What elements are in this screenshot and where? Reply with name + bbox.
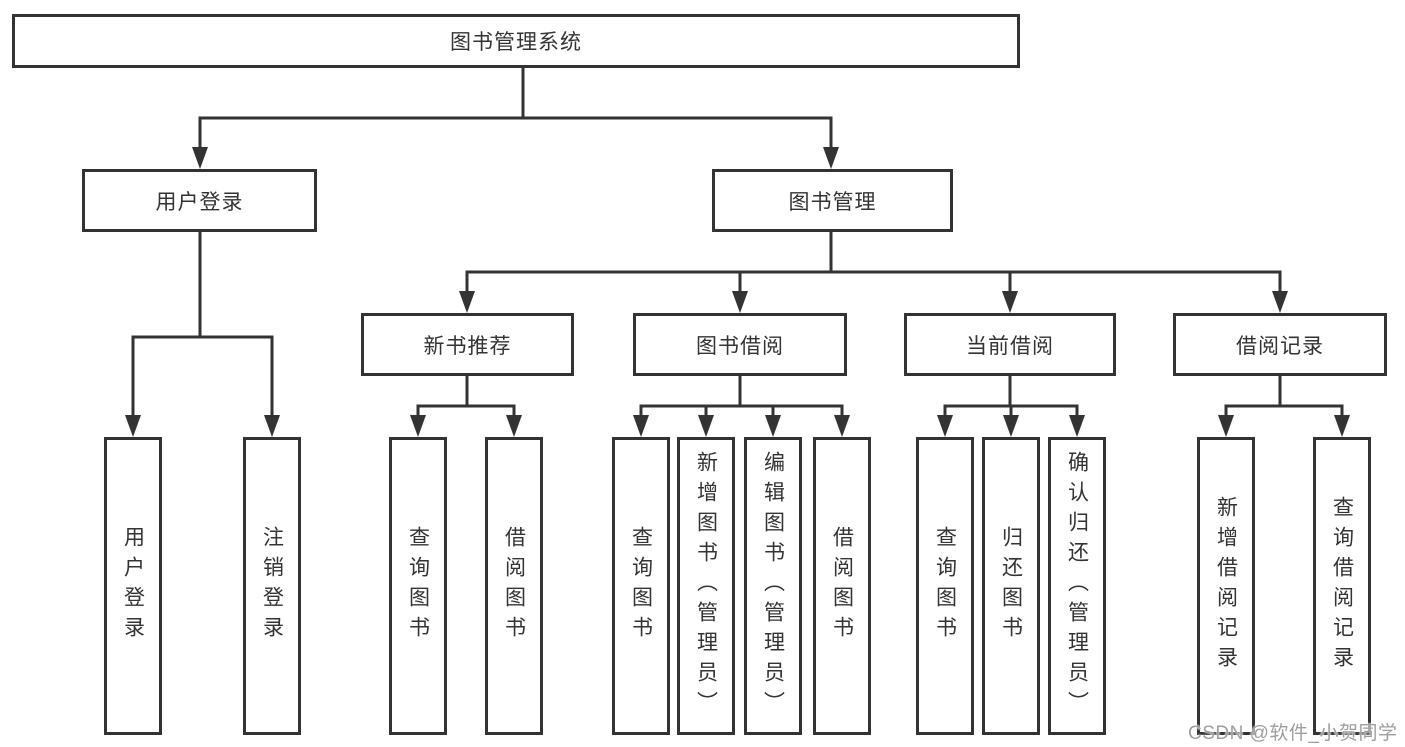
node-user-login-label: 用户登录 — [155, 190, 244, 214]
leaf-user-login: 用户登录 — [104, 437, 162, 735]
leaf-return-books-label: 归还图书 — [999, 526, 1023, 646]
node-book-borrow-label: 图书借阅 — [696, 334, 784, 358]
csdn-watermark: CSDN @软件_小贺同学 — [1188, 723, 1398, 744]
node-library-system-label: 图书管理系统 — [450, 31, 582, 54]
node-library-system: 图书管理系统 — [12, 14, 1020, 68]
leaf-add-books-admin: 新增图书（管理员） — [677, 437, 735, 735]
leaf-borrow-books-recommend-label: 借阅图书 — [502, 526, 526, 646]
leaf-query-books-borrow: 查询图书 — [612, 437, 670, 735]
node-borrow-records-label: 借阅记录 — [1236, 334, 1324, 358]
leaf-add-borrow-record-label: 新增借阅记录 — [1214, 496, 1238, 676]
leaf-query-books-current-label: 查询图书 — [933, 526, 957, 646]
leaf-query-books-recommend-label: 查询图书 — [406, 526, 430, 646]
leaf-query-books-recommend: 查询图书 — [389, 437, 447, 735]
leaf-edit-books-admin: 编辑图书（管理员） — [744, 437, 802, 735]
node-current-borrow: 当前借阅 — [904, 313, 1116, 376]
leaf-query-borrow-record-label: 查询借阅记录 — [1330, 496, 1354, 676]
node-new-book-recommend-label: 新书推荐 — [423, 334, 512, 358]
node-current-borrow-label: 当前借阅 — [966, 334, 1054, 358]
leaf-query-books-borrow-label: 查询图书 — [629, 526, 653, 646]
leaf-edit-books-admin-label: 编辑图书（管理员） — [761, 451, 785, 721]
leaf-borrow-books: 借阅图书 — [813, 437, 871, 735]
leaf-logout-label: 注销登录 — [260, 526, 284, 646]
leaf-return-books: 归还图书 — [982, 437, 1040, 735]
leaf-query-books-current: 查询图书 — [916, 437, 974, 735]
leaf-user-login-label: 用户登录 — [121, 526, 145, 646]
leaf-query-borrow-record: 查询借阅记录 — [1313, 437, 1371, 735]
node-user-login: 用户登录 — [82, 169, 317, 232]
leaf-confirm-return-admin-label: 确认归还（管理员） — [1065, 451, 1089, 721]
connector-strokes — [131, 64, 1344, 416]
leaf-borrow-books-recommend: 借阅图书 — [485, 437, 543, 735]
arrowheads — [125, 147, 1350, 437]
node-book-management: 图书管理 — [712, 169, 953, 232]
leaf-logout: 注销登录 — [243, 437, 301, 735]
leaf-add-books-admin-label: 新增图书（管理员） — [694, 451, 718, 721]
node-book-borrow: 图书借阅 — [633, 313, 847, 376]
node-new-book-recommend: 新书推荐 — [361, 313, 574, 376]
leaf-borrow-books-label: 借阅图书 — [830, 526, 854, 646]
leaf-confirm-return-admin: 确认归还（管理员） — [1048, 437, 1106, 735]
node-book-management-label: 图书管理 — [788, 190, 877, 214]
node-borrow-records: 借阅记录 — [1173, 313, 1387, 376]
leaf-add-borrow-record: 新增借阅记录 — [1197, 437, 1255, 735]
